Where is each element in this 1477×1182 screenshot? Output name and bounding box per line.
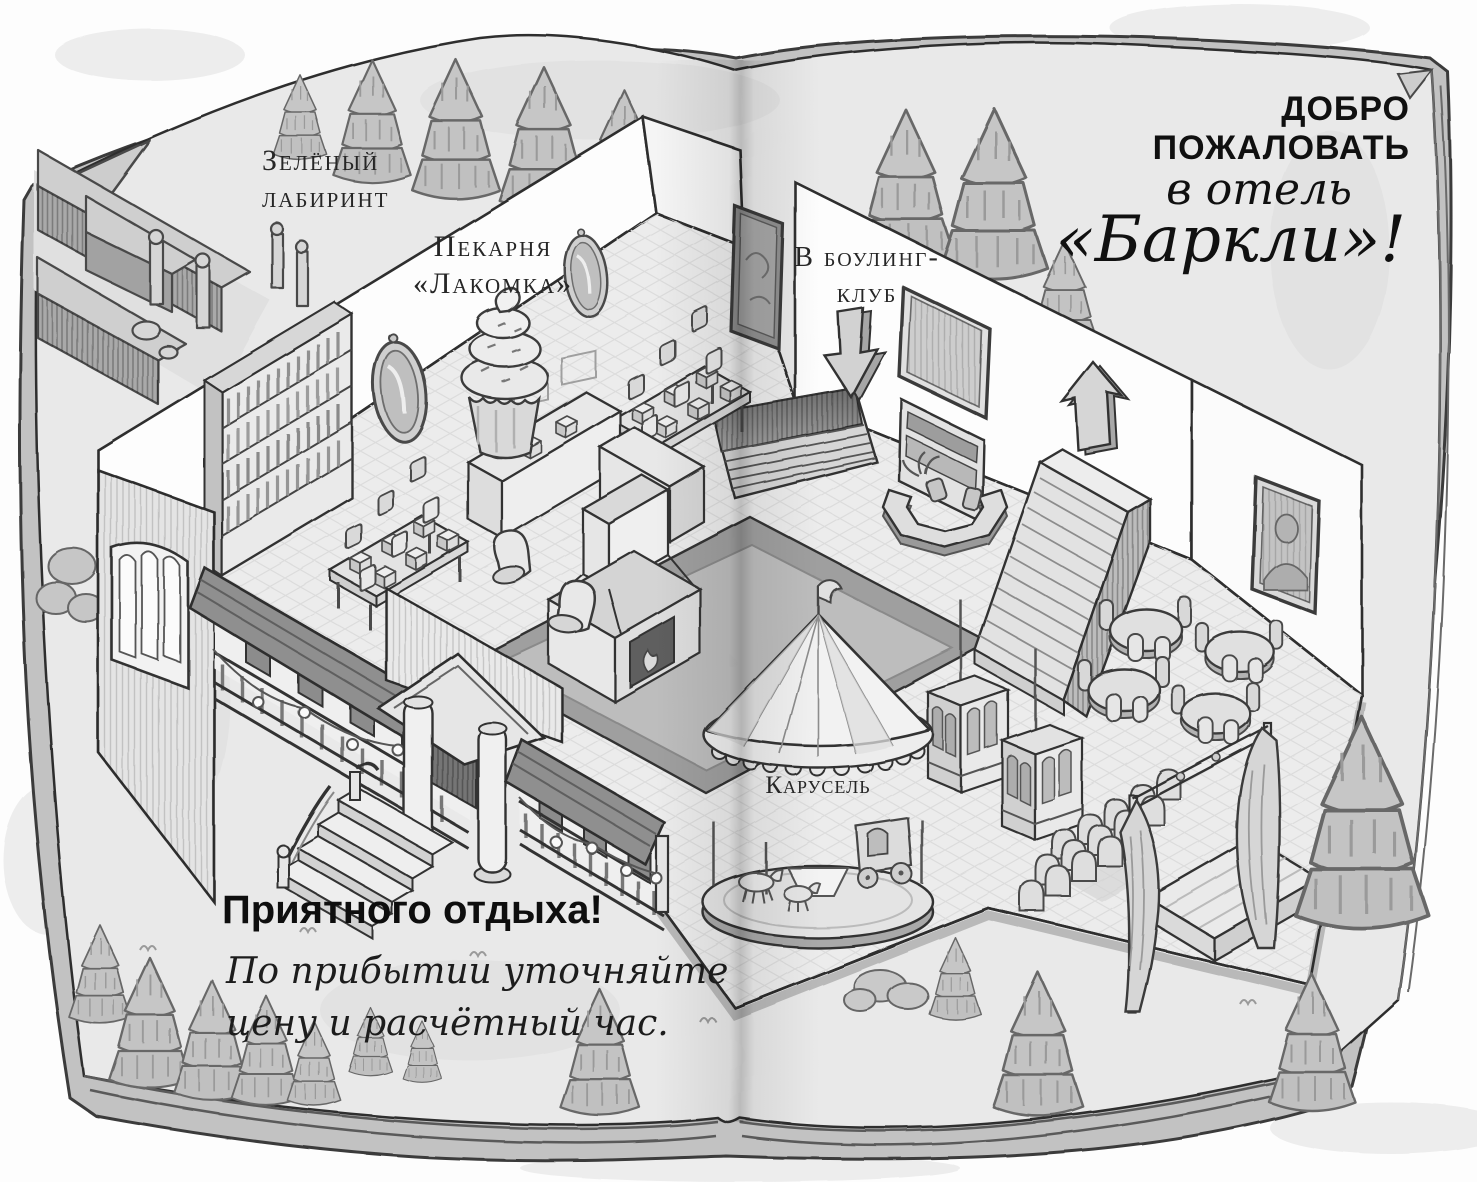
stage [1019, 721, 1321, 1015]
wall-cabinet [897, 397, 986, 524]
page-stack-right [1397, 69, 1450, 1001]
bakery-label-line1: Пекарня [433, 230, 553, 263]
bakery-label: Пекарня «Лакомка» [398, 228, 588, 302]
reception-desk [881, 451, 1009, 558]
bushes [843, 969, 929, 1012]
footer-note-line2: цену и расчётный час. [226, 1003, 669, 1044]
footer-note-line1: По прибытии уточняйте [226, 951, 729, 992]
ice-cream-statue [460, 286, 550, 459]
page-stack-bottom [83, 1070, 1323, 1147]
entrance-steps [276, 786, 454, 940]
maze-label-line1: Зелёный [262, 144, 380, 177]
entrance [276, 585, 564, 940]
bookshelf [202, 300, 354, 579]
welcome-line2: в отель [1166, 164, 1352, 215]
book-spine-shadow [655, 60, 820, 1122]
footer-note: По прибытии уточняйте цену и расчётный ч… [226, 946, 728, 1050]
oval-mirror-right [563, 227, 609, 319]
oval-mirror-left [371, 333, 429, 444]
page-fold-topright [1396, 68, 1435, 100]
hotel-facade [35, 468, 670, 940]
portrait-frame [1250, 474, 1321, 616]
bowling-label-line2: клуб [836, 278, 898, 309]
welcome-line3: «Баркли»! [1055, 203, 1406, 277]
hedge-maze [34, 148, 310, 406]
maze-label: Зелёный лабиринт [262, 142, 389, 216]
bakery-label-line2: «Лакомка» [412, 267, 573, 300]
carousel-label: Карусель [765, 772, 871, 799]
arrow-down-icon [821, 306, 887, 402]
facade-bushes [35, 547, 105, 623]
welcome-line1: ДОБРО ПОЖАЛОВАТЬ [1152, 90, 1410, 167]
armchair-1 [492, 529, 532, 585]
welcome-banner: ДОБРО ПОЖАЛОВАТЬ в отель «Баркли»! [1020, 90, 1410, 277]
step-railing [276, 761, 380, 889]
bowling-club-label: В боулинг- клуб [782, 240, 952, 312]
arched-window [110, 542, 190, 690]
bowling-label-line1: В боулинг- [794, 242, 940, 273]
awning-right [504, 738, 666, 866]
arrow-up-icon [1058, 360, 1131, 456]
maze-label-line2: лабиринт [262, 181, 390, 214]
wall-picture-large [897, 284, 992, 421]
armchair-2 [548, 579, 597, 635]
maze-gate [130, 221, 310, 360]
bakery-counter [465, 350, 707, 544]
stage-curtains [1118, 726, 1281, 1014]
footer-headline: Приятного отдыха! [222, 888, 603, 932]
carousel-carriage [854, 816, 914, 889]
